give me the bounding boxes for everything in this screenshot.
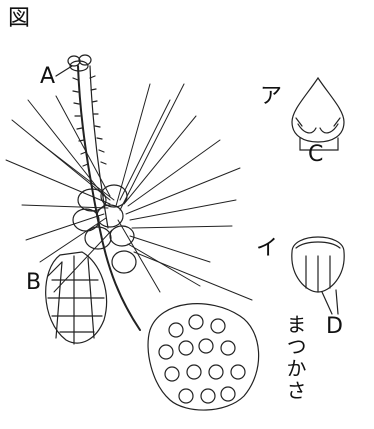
label-a-kana: ア bbox=[260, 86, 282, 108]
young-cone-b bbox=[46, 252, 107, 344]
label-b: B bbox=[26, 272, 41, 294]
label-c: C bbox=[308, 144, 323, 166]
main-stem bbox=[78, 66, 140, 330]
male-flower-cluster bbox=[73, 185, 136, 273]
label-i-kana: イ bbox=[256, 238, 278, 260]
mature-pine-cone bbox=[148, 304, 259, 410]
leader-d bbox=[322, 290, 338, 314]
needles bbox=[6, 84, 252, 300]
shoot-hairs bbox=[73, 76, 106, 166]
female-flower-a bbox=[68, 55, 91, 71]
label-d: D bbox=[326, 316, 343, 338]
leader-a bbox=[56, 66, 72, 76]
label-a: A bbox=[40, 66, 55, 88]
label-matsukasa: まつかさ bbox=[281, 314, 310, 402]
scale-a-drawing bbox=[292, 78, 344, 150]
scale-i-drawing bbox=[292, 237, 344, 314]
